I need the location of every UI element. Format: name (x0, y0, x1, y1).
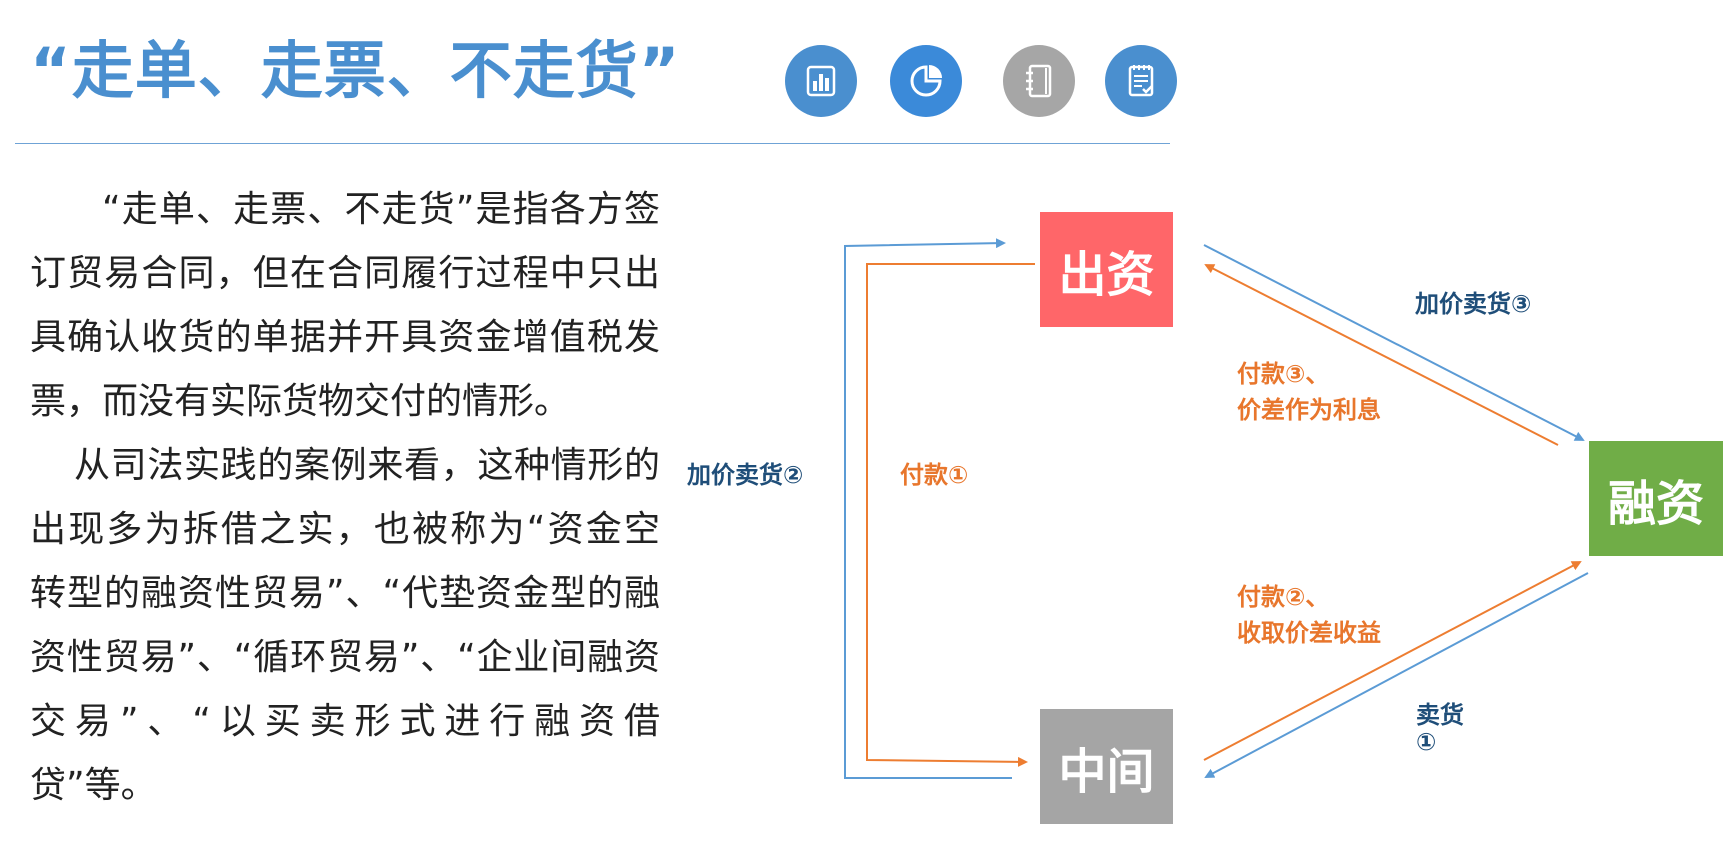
arrow-pay-3 (1204, 264, 1559, 446)
pie-chart-icon-glyph (910, 65, 942, 97)
label-add-price-sell-3: 加价卖货③ (1415, 290, 1532, 318)
label-sell-1-line1: 卖货 (1416, 701, 1464, 729)
slide-title: “走单、走票、不走货” (30, 34, 681, 107)
bar-chart-icon-glyph (806, 65, 836, 97)
title-divider (15, 143, 1170, 144)
paragraph-practice: 从司法实践的案例来看，这种情形的出现多为拆借之实，也被称为“资金空转型的融资性贸… (30, 445, 660, 806)
arrow-sell-1 (1204, 572, 1589, 778)
bar-chart-icon (785, 45, 857, 117)
label-sell-1-line2: ① (1416, 728, 1437, 756)
label-pay-3-line1: 付款③、 (1237, 360, 1330, 388)
node-chuzi: 出资 (1040, 212, 1173, 327)
pie-chart-icon (890, 45, 962, 117)
label-pay-3-line2: 价差作为利息 (1237, 396, 1381, 424)
label-pay-2-line1: 付款②、 (1237, 583, 1330, 611)
node-rongzi: 融资 (1589, 441, 1723, 556)
label-add-price-sell-2: 加价卖货② (687, 461, 804, 489)
arrow-add-price-sell-3 (1203, 244, 1585, 441)
paragraph-definition: “走单、走票、不走货”是指各方签订贸易合同，但在合同履行过程中只出具确认收货的单… (30, 189, 660, 422)
notebook-icon-glyph (1026, 64, 1052, 98)
body-text: “走单、走票、不走货”是指各方签订贸易合同，但在合同履行过程中只出具确认收货的单… (30, 178, 660, 818)
arrow-pay-1 (866, 263, 1035, 767)
arrow-add-price-sell-2 (844, 238, 1012, 779)
node-zhongjian: 中间 (1040, 709, 1173, 824)
checklist-icon-glyph (1128, 65, 1154, 97)
arrow-pay-2 (1203, 561, 1582, 761)
notebook-icon (1003, 45, 1075, 117)
checklist-icon (1105, 45, 1177, 117)
label-pay-1: 付款① (900, 461, 969, 489)
label-pay-2-line2: 收取价差收益 (1237, 619, 1381, 647)
